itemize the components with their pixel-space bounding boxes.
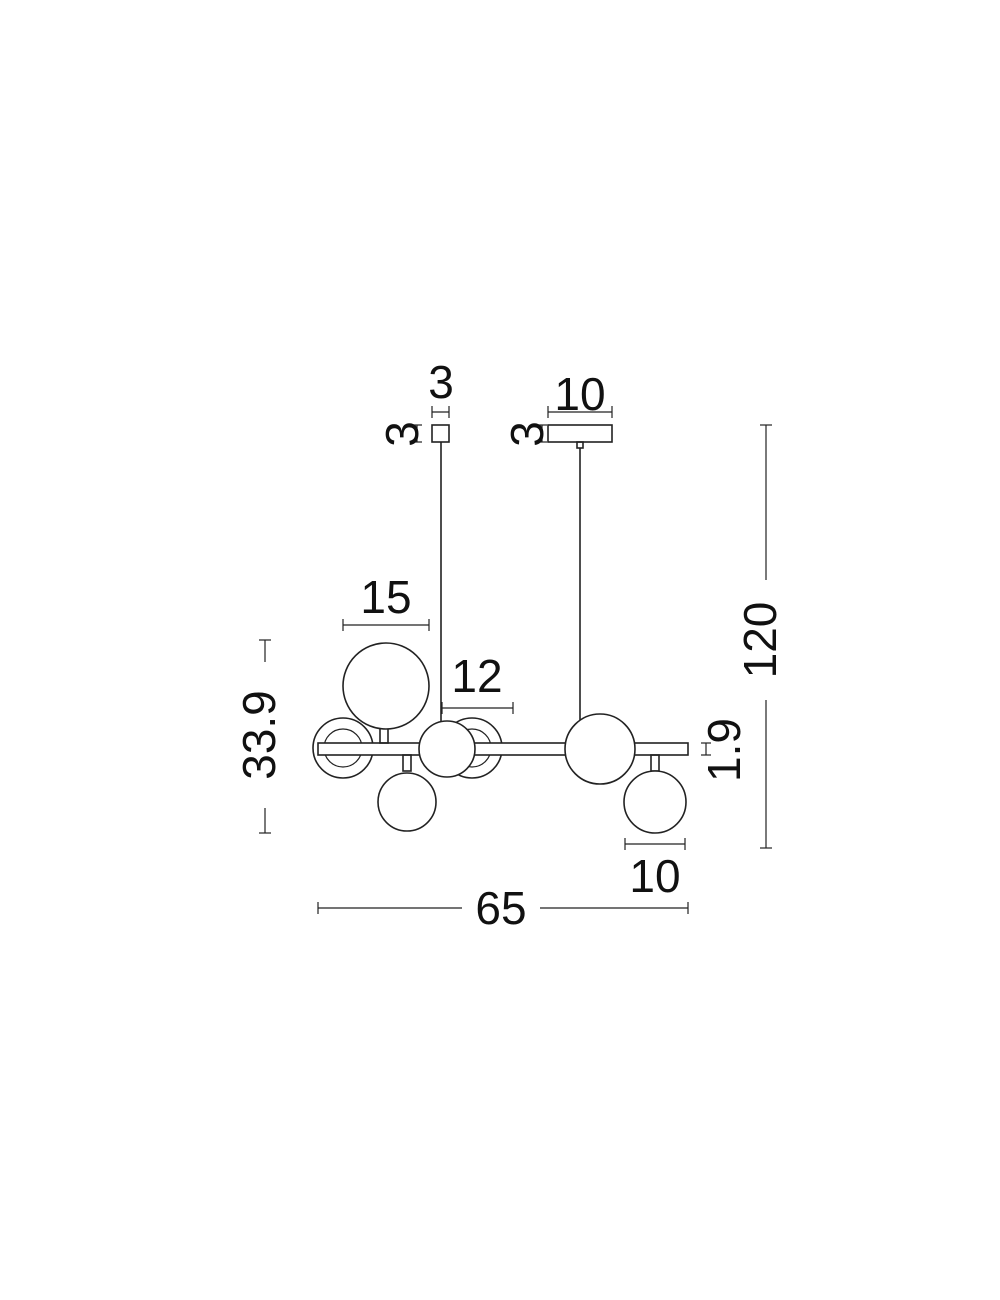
dim-line-large-canopy-width	[547, 406, 613, 418]
dim-line-globe-large	[342, 619, 430, 631]
label-small-canopy-height: 3	[376, 421, 428, 447]
label-globe-large: 15	[360, 571, 411, 623]
label-small-canopy-width: 3	[428, 356, 454, 408]
small-canopy	[431, 424, 450, 443]
label-bar-thickness: 1.9	[698, 718, 750, 782]
dim-line-total-width	[317, 902, 689, 914]
dim-line-globe-small	[624, 838, 686, 850]
globe-right	[564, 713, 636, 785]
globe-large	[342, 642, 430, 744]
label-large-canopy-width: 10	[554, 368, 605, 420]
label-total-width: 65	[475, 882, 526, 934]
dim-line-body-height	[259, 639, 271, 834]
dim-line-total-height	[760, 424, 772, 849]
dim-line-small-canopy-width	[431, 406, 450, 418]
large-canopy	[547, 424, 613, 449]
label-large-canopy-height: 3	[501, 421, 553, 447]
globe-lower-left	[377, 754, 437, 832]
label-total-height: 120	[734, 602, 786, 679]
dim-line-globe-medium	[441, 702, 514, 714]
dim-line-large-canopy-height	[537, 424, 547, 443]
globe-lower-right	[623, 754, 687, 834]
globe-middle	[418, 720, 476, 778]
dim-line-small-canopy-height	[412, 424, 422, 443]
label-globe-small: 10	[629, 850, 680, 902]
label-body-height: 33.9	[233, 690, 285, 780]
dim-line-bar-thickness	[701, 742, 711, 756]
label-globe-medium: 12	[451, 650, 502, 702]
